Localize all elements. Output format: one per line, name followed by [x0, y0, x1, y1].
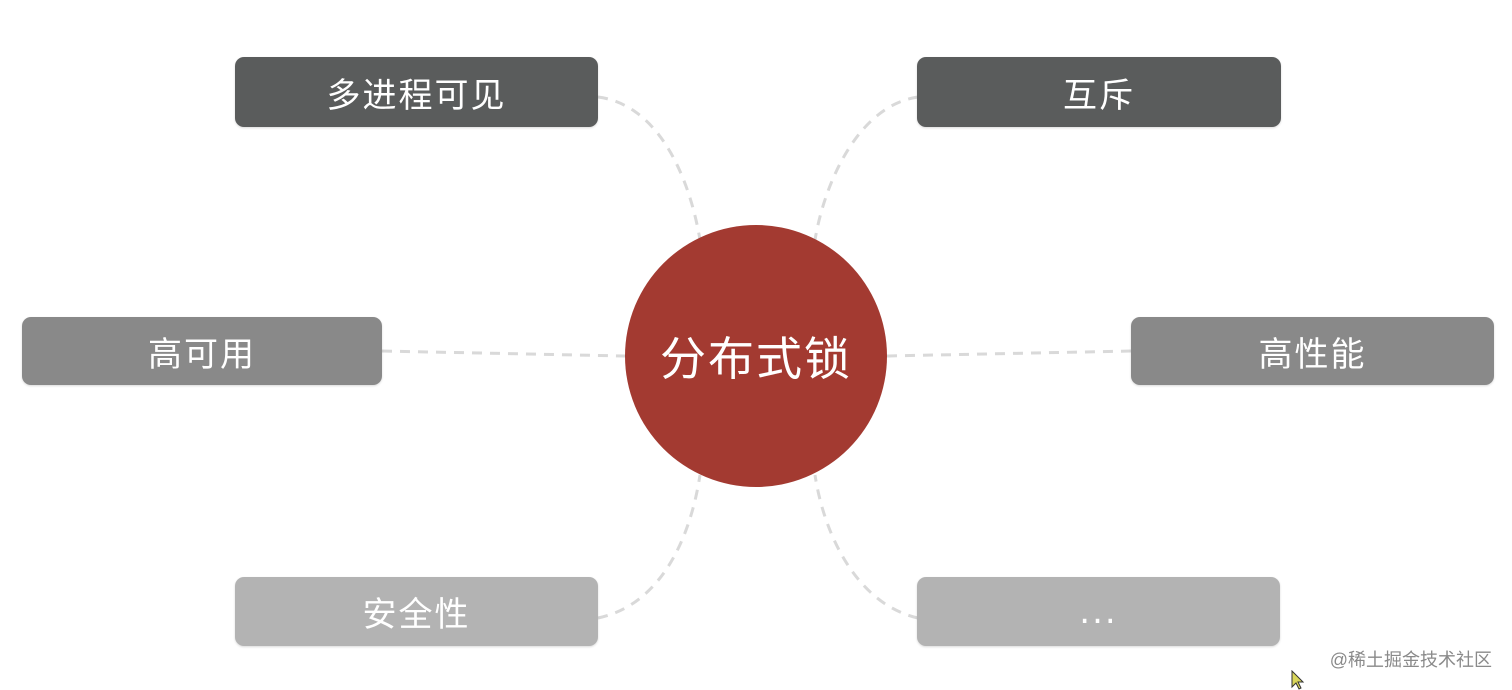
- node-label: 互斥: [1063, 75, 1135, 116]
- node-label: ...: [1079, 591, 1118, 632]
- connector-middle-right: [886, 349, 1132, 358]
- center-node-distributed-lock: 分布式锁: [625, 225, 887, 487]
- connector-top-left: [597, 95, 702, 241]
- node-high-performance: 高性能: [1131, 317, 1494, 385]
- node-label: 高可用: [148, 334, 256, 375]
- connector-bottom-left: [597, 474, 702, 620]
- node-label: 安全性: [362, 595, 471, 635]
- node-high-availability: 高可用: [22, 317, 382, 385]
- node-multi-process-visible: 多进程可见: [235, 57, 598, 127]
- center-label: 分布式锁: [660, 332, 852, 386]
- node-more: ...: [917, 577, 1280, 646]
- node-label: 高性能: [1258, 334, 1367, 375]
- mouse-cursor-icon: [1291, 670, 1305, 690]
- node-mutual-exclusion: 互斥: [917, 57, 1281, 127]
- node-label: 多进程可见: [326, 75, 507, 116]
- watermark: @稀土掘金技术社区: [1329, 650, 1492, 670]
- connector-middle-left: [381, 349, 626, 358]
- connector-top-right: [813, 95, 919, 241]
- node-security: 安全性: [235, 577, 598, 646]
- connector-bottom-right: [813, 474, 919, 620]
